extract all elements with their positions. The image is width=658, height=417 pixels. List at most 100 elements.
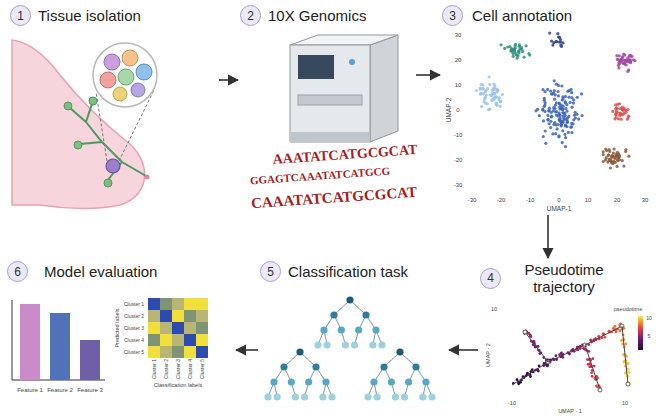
cell-dot: [542, 135, 545, 138]
cell-dot: [561, 129, 564, 132]
matrix-cell: [196, 310, 208, 322]
pseudotime-dot: [627, 368, 630, 371]
cell-dot: [554, 93, 557, 96]
cell-dot: [618, 54, 621, 57]
cell-dot: [499, 43, 502, 46]
cell-dot: [480, 105, 483, 108]
cell-dot: [553, 98, 556, 101]
cell-dot: [495, 102, 498, 105]
cell-dot: [503, 47, 506, 50]
cell-dot: [564, 101, 567, 104]
cell-dot: [565, 110, 568, 113]
cell-dot: [627, 155, 630, 158]
nipple: [145, 175, 150, 180]
trajectory-line: [585, 326, 622, 345]
cell-dot: [479, 93, 482, 96]
step-header: 6 Model evaluation: [5, 258, 236, 285]
flow-arrow: [236, 349, 258, 351]
cell-dot: [566, 121, 569, 124]
bar: [20, 304, 40, 380]
matrix-cell: [160, 298, 172, 310]
matrix-cell: [160, 310, 172, 322]
tree-node: [314, 341, 321, 348]
tree-node: [378, 341, 385, 348]
step-number: 3: [442, 5, 463, 26]
cell-dot: [569, 101, 572, 104]
cell-dot: [493, 84, 496, 87]
cell-dot: [602, 160, 605, 163]
tree-node: [280, 363, 287, 370]
cell-dot: [607, 154, 610, 157]
cell: [100, 72, 116, 88]
cell-dot: [560, 107, 563, 110]
cell-dot: [558, 134, 561, 137]
cell-dot: [550, 115, 553, 118]
sequence-text: GGAGTCAAATATCATGCG: [250, 166, 391, 187]
step-title: Model evaluation: [44, 263, 157, 280]
axis-label: Classification labels: [154, 383, 202, 389]
cell-dot: [479, 92, 482, 95]
cell-dot: [615, 154, 618, 157]
cell-dot: [626, 70, 629, 73]
tick-label: 30: [455, 32, 462, 38]
cell-dot: [492, 98, 495, 101]
sequence-text: AAATATCATGCGCAT: [272, 143, 418, 167]
cell-dot: [609, 166, 612, 169]
pseudotime-dot: [555, 354, 558, 357]
cell-dot: [546, 119, 549, 122]
tree-node: [388, 378, 395, 385]
tree-node: [312, 363, 319, 370]
cell-dot: [544, 142, 547, 145]
step-number: 6: [7, 261, 28, 282]
matrix-cell: [196, 298, 208, 310]
feature-label: Feature 3: [77, 387, 103, 393]
cell-dot: [475, 89, 478, 92]
cell-dot: [618, 114, 621, 117]
cell-dot: [580, 92, 583, 95]
matrix-cell: [160, 322, 172, 334]
cell-dot: [561, 98, 564, 101]
cell-dot: [564, 145, 567, 148]
step-header: 3Cell annotation: [440, 2, 656, 29]
machine-front: [290, 45, 370, 142]
tree-node: [392, 393, 399, 400]
cell-dot: [564, 124, 567, 127]
cell-dot: [613, 148, 616, 151]
tree-node: [396, 348, 403, 355]
cell-dot: [518, 43, 521, 46]
cell-dot: [570, 91, 573, 94]
pseudotime-dot: [624, 343, 627, 346]
cell-dot: [490, 94, 493, 97]
cell-dot: [619, 107, 622, 110]
trajectory-line: [622, 326, 628, 384]
cell-dot: [517, 49, 520, 52]
cell-dot: [546, 118, 549, 121]
step-panel: 1Tissue isolation: [8, 2, 219, 212]
axis-label: UMAP-2: [446, 98, 453, 123]
cell-dot: [559, 114, 562, 117]
tree-node: [380, 363, 387, 370]
cell-dot: [622, 62, 625, 65]
tree-node: [305, 378, 312, 385]
tree-node: [369, 341, 376, 348]
cell-dot: [561, 95, 564, 98]
tree-node: [324, 341, 331, 348]
cell-dot: [556, 127, 559, 130]
cell-dot: [547, 109, 550, 112]
cell-dot: [557, 84, 560, 87]
tree-node: [296, 348, 303, 355]
cell: [131, 83, 145, 97]
tree-node: [422, 378, 429, 385]
cell-dot: [560, 84, 563, 87]
tree-node: [364, 393, 371, 400]
pseudotime-dot: [603, 336, 606, 339]
step-panel: 3Cell annotation: [440, 2, 656, 215]
cell-dot: [551, 132, 554, 135]
cell-dot: [629, 54, 632, 57]
cell-dot: [567, 131, 570, 134]
cell-dot: [569, 126, 572, 129]
cell-dot: [542, 119, 545, 122]
bar-chart: [12, 300, 105, 380]
matrix-cell: [196, 346, 208, 358]
cell-dot: [570, 131, 573, 134]
